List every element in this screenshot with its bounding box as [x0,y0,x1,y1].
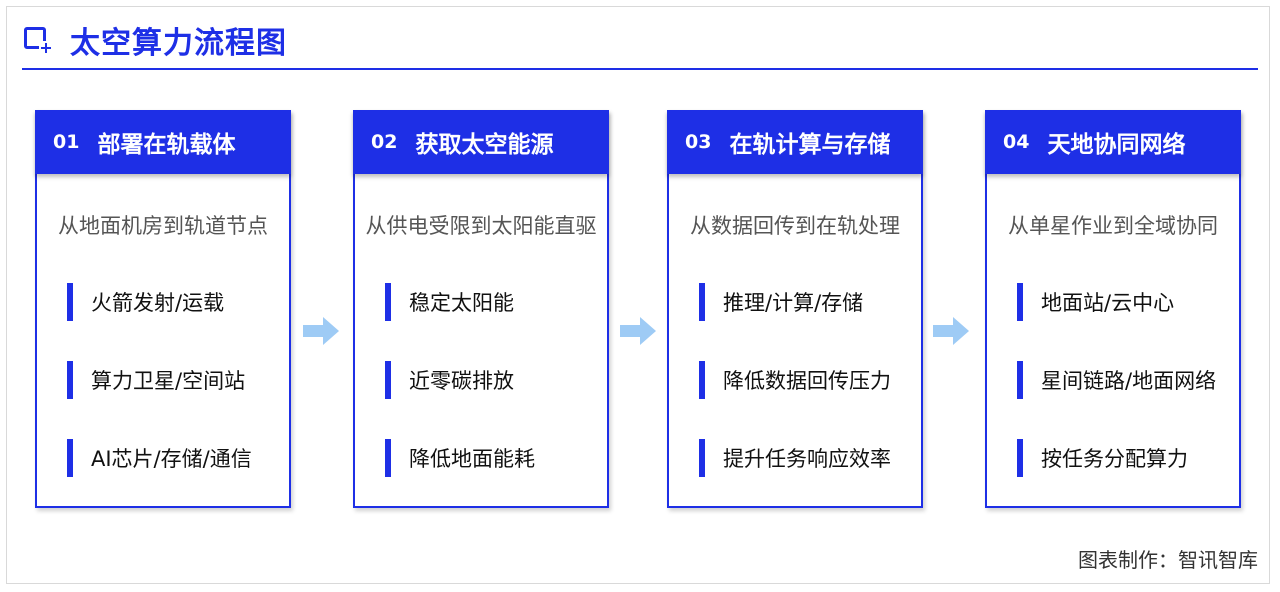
step-card-3: 03 在轨计算与存储 从数据回传到在轨处理 推理/计算/存储 降低数据回传压力 … [667,110,923,508]
list-item: 地面站/云中心 [1017,282,1174,322]
list-item-text: AI芯片/存储/通信 [91,447,252,471]
step-number: 01 [53,131,80,153]
step-card-header: 01 部署在轨载体 [35,110,291,174]
list-item-text: 提升任务响应效率 [723,447,891,471]
step-card-2: 02 获取太空能源 从供电受限到太阳能直驱 稳定太阳能 近零碳排放 降低地面能耗 [353,110,609,508]
step-title: 部署在轨载体 [97,132,236,158]
step-title: 获取太空能源 [415,132,554,158]
list-item: 推理/计算/存储 [699,282,863,322]
list-item: 星间链路/地面网络 [1017,360,1216,400]
bullet-bar [699,283,705,321]
list-item-text: 星间链路/地面网络 [1041,369,1217,393]
list-item: 近零碳排放 [385,360,514,400]
bullet-bar [1017,439,1023,477]
bullet-bar [385,361,391,399]
header-divider [22,68,1258,70]
list-item: 降低数据回传压力 [699,360,891,400]
list-item-text: 降低数据回传压力 [723,369,891,393]
step-subtitle: 从单星作业到全域协同 [1008,214,1218,238]
step-title: 天地协同网络 [1047,132,1186,158]
bullet-bar [1017,361,1023,399]
list-item: 提升任务响应效率 [699,438,891,478]
list-item-text: 算力卫星/空间站 [91,369,246,393]
step-number: 02 [371,131,398,153]
box-plus-icon [22,24,54,56]
list-item-text: 降低地面能耗 [409,447,535,471]
step-card-1: 01 部署在轨载体 从地面机房到轨道节点 火箭发射/运载 算力卫星/空间站 AI… [35,110,291,508]
list-item: 降低地面能耗 [385,438,535,478]
step-subtitle: 从供电受限到太阳能直驱 [365,214,597,238]
step-card-4: 04 天地协同网络 从单星作业到全域协同 地面站/云中心 星间链路/地面网络 按… [985,110,1241,508]
bullet-bar [385,283,391,321]
bullet-bar [1017,283,1023,321]
page-title: 太空算力流程图 [70,26,287,61]
list-item: AI芯片/存储/通信 [67,438,252,478]
list-item-text: 地面站/云中心 [1041,291,1175,315]
bullet-bar [699,439,705,477]
bullet-bar [67,439,73,477]
list-item: 按任务分配算力 [1017,438,1188,478]
step-card-header: 04 天地协同网络 [985,110,1241,174]
list-item-text: 火箭发射/运载 [91,291,225,315]
list-item-text: 推理/计算/存储 [723,291,864,315]
list-item-text: 稳定太阳能 [409,291,514,315]
right-arrow-icon [620,317,656,345]
list-item: 算力卫星/空间站 [67,360,245,400]
step-card-header: 03 在轨计算与存储 [667,110,923,174]
step-subtitle: 从地面机房到轨道节点 [58,214,268,238]
list-item: 火箭发射/运载 [67,282,224,322]
list-item-text: 按任务分配算力 [1041,447,1188,471]
bullet-bar [67,283,73,321]
right-arrow-icon [303,317,339,345]
list-item: 稳定太阳能 [385,282,514,322]
source-credit: 图表制作：智讯智库 [1078,548,1258,572]
right-arrow-icon [933,317,969,345]
step-subtitle: 从数据回传到在轨处理 [690,214,900,238]
list-item-text: 近零碳排放 [409,369,514,393]
step-card-header: 02 获取太空能源 [353,110,609,174]
step-title: 在轨计算与存储 [729,132,891,158]
step-number: 04 [1003,131,1030,153]
bullet-bar [385,439,391,477]
step-number: 03 [685,131,712,153]
bullet-bar [699,361,705,399]
header: 太空算力流程图 [22,18,287,62]
bullet-bar [67,361,73,399]
